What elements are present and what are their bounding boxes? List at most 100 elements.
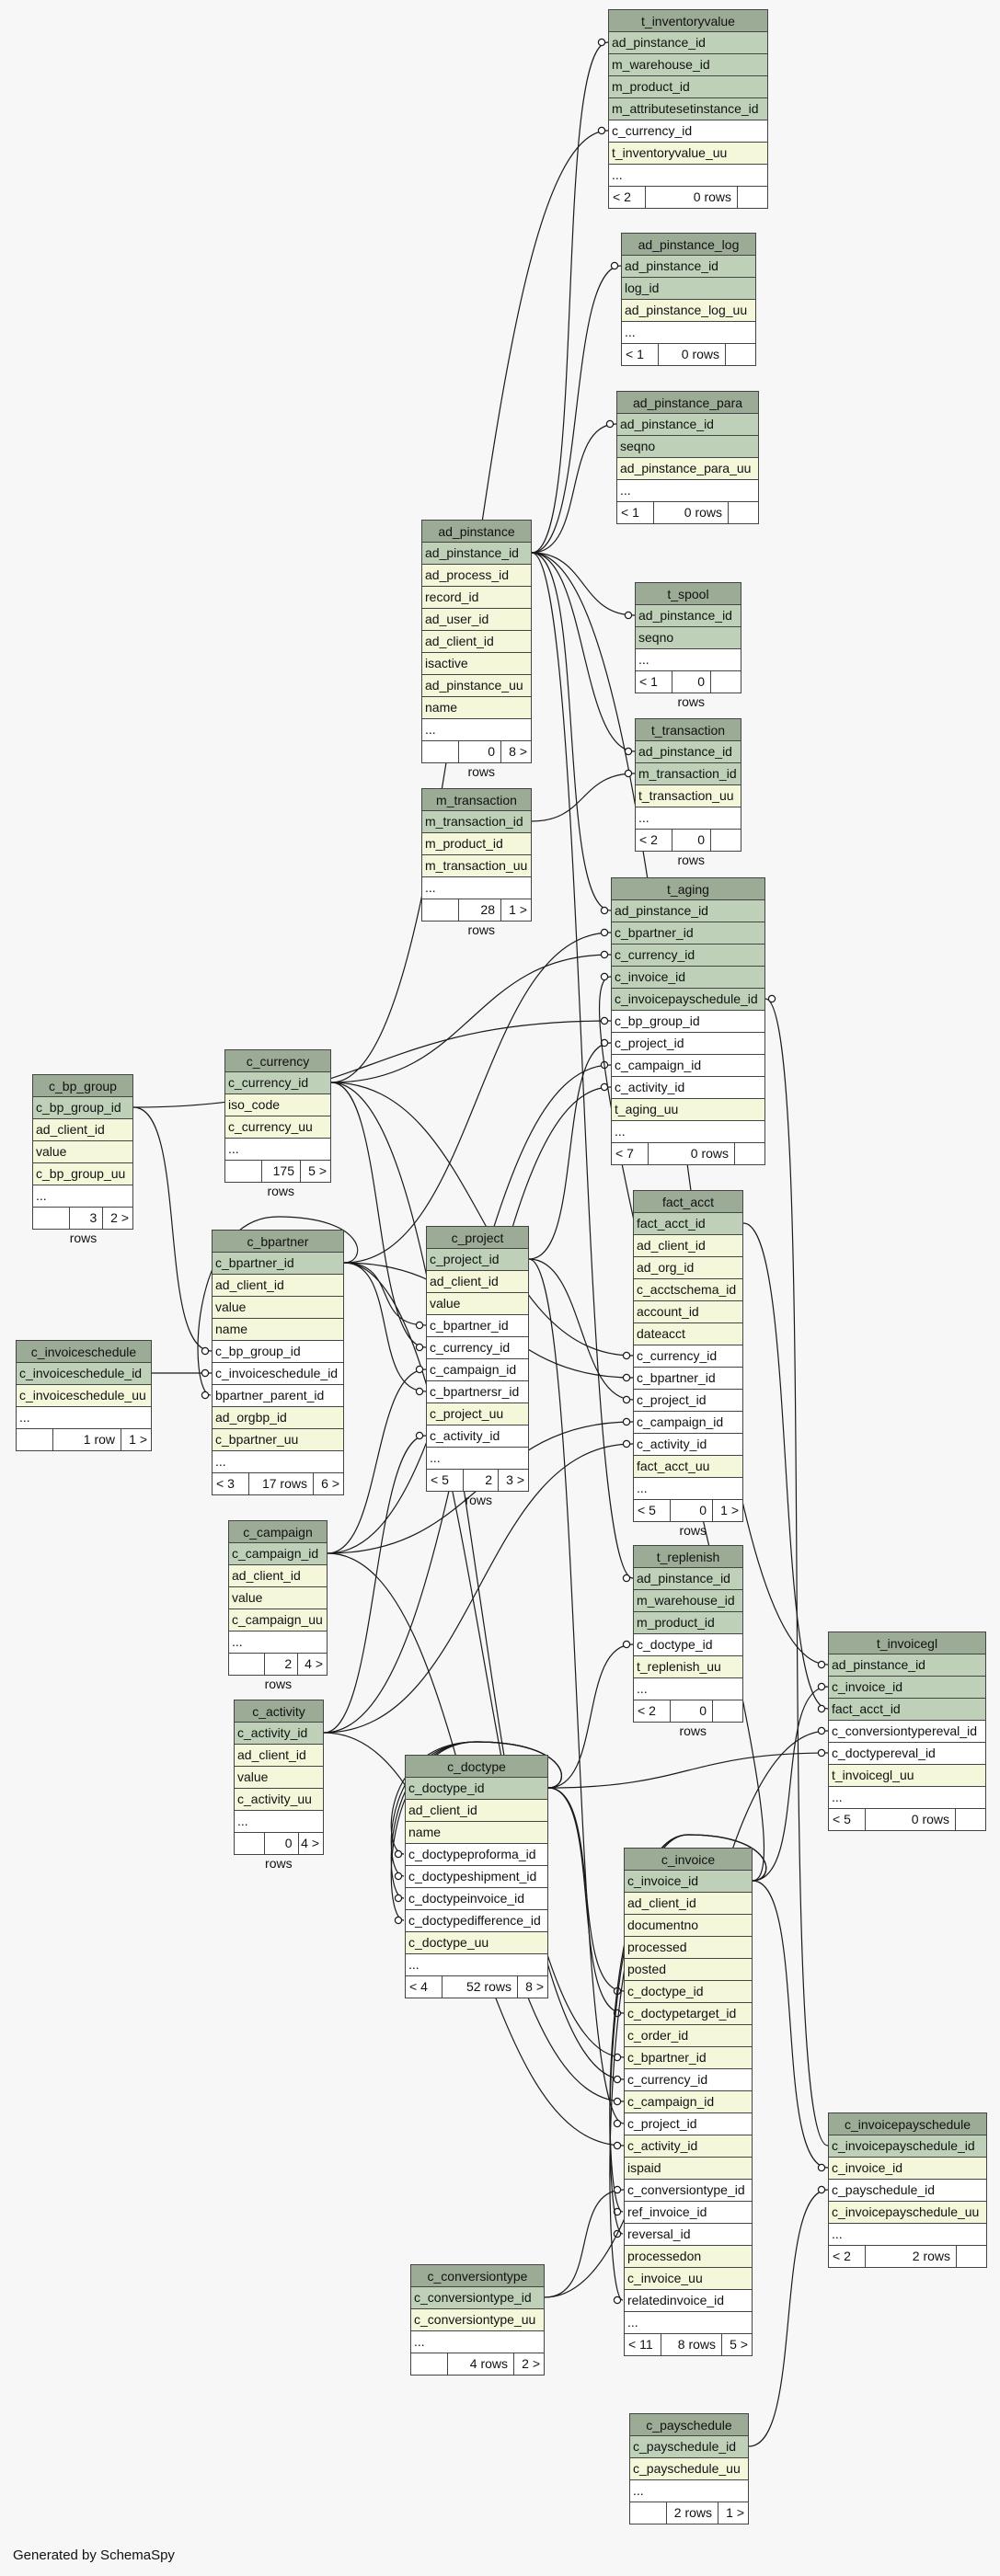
column-t-inventoryvalue-uu[interactable]: t_inventoryvalue_uu	[609, 143, 767, 165]
column-c-invoiceschedule-uu[interactable]: c_invoiceschedule_uu	[17, 1385, 151, 1407]
column-c-doctype-id[interactable]: c_doctype_id	[634, 1634, 742, 1656]
table-name[interactable]: fact_acct	[634, 1191, 742, 1213]
column-ad-client-id[interactable]: ad_client_id	[213, 1275, 343, 1297]
table-name[interactable]: c_activity	[235, 1700, 323, 1723]
children-count[interactable]: 4 >	[305, 1656, 323, 1671]
column-ispaid[interactable]: ispaid	[625, 2158, 752, 2180]
column-c-doctypereval-id[interactable]: c_doctypereval_id	[829, 1743, 985, 1765]
column-c-doctype-id[interactable]: c_doctype_id	[625, 1981, 752, 2003]
children-count[interactable]: 5 >	[730, 2337, 748, 2352]
table-name[interactable]: ad_pinstance	[422, 521, 531, 543]
column-ad-client-id[interactable]: ad_client_id	[406, 1800, 547, 1822]
column-ad-client-id[interactable]: ad_client_id	[235, 1745, 323, 1767]
children-count[interactable]: 1 >	[726, 2505, 744, 2520]
column-c-conversiontype-uu[interactable]: c_conversiontype_uu	[411, 2309, 544, 2331]
column-c-payschedule-id[interactable]: c_payschedule_id	[829, 2180, 986, 2202]
column-c-bpartner-id[interactable]: c_bpartner_id	[625, 2047, 752, 2069]
children-count[interactable]: 1 >	[129, 1432, 147, 1447]
table-name[interactable]: c_currency	[225, 1050, 330, 1072]
column-m-transaction-id[interactable]: m_transaction_id	[636, 763, 741, 785]
column-c-invoice-id[interactable]: c_invoice_id	[829, 1677, 985, 1699]
column-m-transaction-uu[interactable]: m_transaction_uu	[422, 855, 531, 877]
column-ad-pinstance-id[interactable]: ad_pinstance_id	[634, 1568, 742, 1590]
column-c-order-id[interactable]: c_order_id	[625, 2025, 752, 2047]
column-c-project-uu[interactable]: c_project_uu	[427, 1403, 528, 1425]
column-c-invoicepayschedule-uu[interactable]: c_invoicepayschedule_uu	[829, 2202, 986, 2224]
column-c-project-id[interactable]: c_project_id	[427, 1249, 528, 1271]
table-name[interactable]: c_doctype	[406, 1756, 547, 1778]
children-count[interactable]: 2 >	[522, 2356, 540, 2371]
column-c-bp-group-id[interactable]: c_bp_group_id	[213, 1341, 343, 1363]
column-m-transaction-id[interactable]: m_transaction_id	[422, 811, 531, 833]
column-c-currency-id[interactable]: c_currency_id	[634, 1345, 742, 1368]
column-c-campaign-id[interactable]: c_campaign_id	[634, 1412, 742, 1434]
table-name[interactable]: c_bp_group	[33, 1075, 132, 1097]
column-c-activity-uu[interactable]: c_activity_uu	[235, 1789, 323, 1811]
column-value[interactable]: value	[213, 1297, 343, 1319]
column-isactive[interactable]: isactive	[422, 653, 531, 675]
table-name[interactable]: ad_pinstance_log	[622, 234, 755, 256]
column-ad-pinstance-id[interactable]: ad_pinstance_id	[636, 741, 741, 763]
parents-count[interactable]: < 2	[609, 187, 646, 208]
parents-count[interactable]: < 5	[829, 1809, 866, 1830]
children-count[interactable]: 8 >	[525, 1979, 544, 1994]
children-count[interactable]: 2 >	[110, 1210, 129, 1225]
parents-count[interactable]: < 4	[406, 1976, 443, 1998]
table-name[interactable]: t_invoicegl	[829, 1632, 985, 1654]
column-c-doctypetarget-id[interactable]: c_doctypetarget_id	[625, 2003, 752, 2025]
table-name[interactable]: c_invoice	[625, 1849, 752, 1871]
table-name[interactable]: c_invoicepayschedule	[829, 2113, 986, 2135]
column-c-activity-id[interactable]: c_activity_id	[427, 1425, 528, 1448]
column-c-doctypedifference-id[interactable]: c_doctypedifference_id	[406, 1910, 547, 1932]
column-c-conversiontype-id[interactable]: c_conversiontype_id	[411, 2287, 544, 2309]
column-c-bpartnersr-id[interactable]: c_bpartnersr_id	[427, 1381, 528, 1403]
children-count[interactable]: 3 >	[506, 1472, 524, 1487]
parents-count[interactable]: < 1	[617, 502, 654, 523]
column-value[interactable]: value	[33, 1141, 132, 1163]
column-c-conversiontypereval-id[interactable]: c_conversiontypereval_id	[829, 1721, 985, 1743]
column-c-invoiceschedule-id[interactable]: c_invoiceschedule_id	[213, 1363, 343, 1385]
column-m-product-id[interactable]: m_product_id	[609, 76, 767, 98]
children-count[interactable]: 1 >	[509, 902, 527, 917]
parents-count[interactable]: < 2	[634, 1700, 671, 1722]
column-dateacct[interactable]: dateacct	[634, 1323, 742, 1345]
column-c-activity-id[interactable]: c_activity_id	[235, 1723, 323, 1745]
column-c-campaign-uu[interactable]: c_campaign_uu	[229, 1609, 327, 1631]
column-c-currency-id[interactable]: c_currency_id	[225, 1072, 330, 1094]
column-c-bpartner-id[interactable]: c_bpartner_id	[612, 922, 764, 945]
column-ad-client-id[interactable]: ad_client_id	[625, 1893, 752, 1915]
column-ad-pinstance-id[interactable]: ad_pinstance_id	[636, 605, 741, 627]
column-c-doctype-uu[interactable]: c_doctype_uu	[406, 1932, 547, 1954]
column-ad-process-id[interactable]: ad_process_id	[422, 565, 531, 587]
parents-count[interactable]: < 5	[634, 1500, 671, 1521]
column-c-doctypeshipment-id[interactable]: c_doctypeshipment_id	[406, 1866, 547, 1888]
column-fact-acct-uu[interactable]: fact_acct_uu	[634, 1456, 742, 1478]
column-c-invoice-id[interactable]: c_invoice_id	[625, 1871, 752, 1893]
parents-count[interactable]: < 7	[612, 1143, 649, 1164]
column-ad-user-id[interactable]: ad_user_id	[422, 609, 531, 631]
column-c-bpartner-id[interactable]: c_bpartner_id	[213, 1253, 343, 1275]
column-value[interactable]: value	[427, 1293, 528, 1315]
column-c-bp-group-uu[interactable]: c_bp_group_uu	[33, 1163, 132, 1185]
column-ad-pinstance-id[interactable]: ad_pinstance_id	[622, 256, 755, 278]
column-c-invoice-id[interactable]: c_invoice_id	[612, 967, 764, 989]
column-relatedinvoice-id[interactable]: relatedinvoice_id	[625, 2290, 752, 2312]
children-count[interactable]: 1 >	[720, 1503, 739, 1517]
column-fact-acct-id[interactable]: fact_acct_id	[829, 1699, 985, 1721]
parents-count[interactable]: < 11	[625, 2334, 661, 2355]
column-c-doctypeinvoice-id[interactable]: c_doctypeinvoice_id	[406, 1888, 547, 1910]
table-name[interactable]: m_transaction	[422, 789, 531, 811]
column-m-product-id[interactable]: m_product_id	[422, 833, 531, 855]
column-ad-client-id[interactable]: ad_client_id	[634, 1235, 742, 1257]
column-t-replenish-uu[interactable]: t_replenish_uu	[634, 1656, 742, 1678]
column-c-invoice-id[interactable]: c_invoice_id	[829, 2158, 986, 2180]
column-t-invoicegl-uu[interactable]: t_invoicegl_uu	[829, 1765, 985, 1787]
